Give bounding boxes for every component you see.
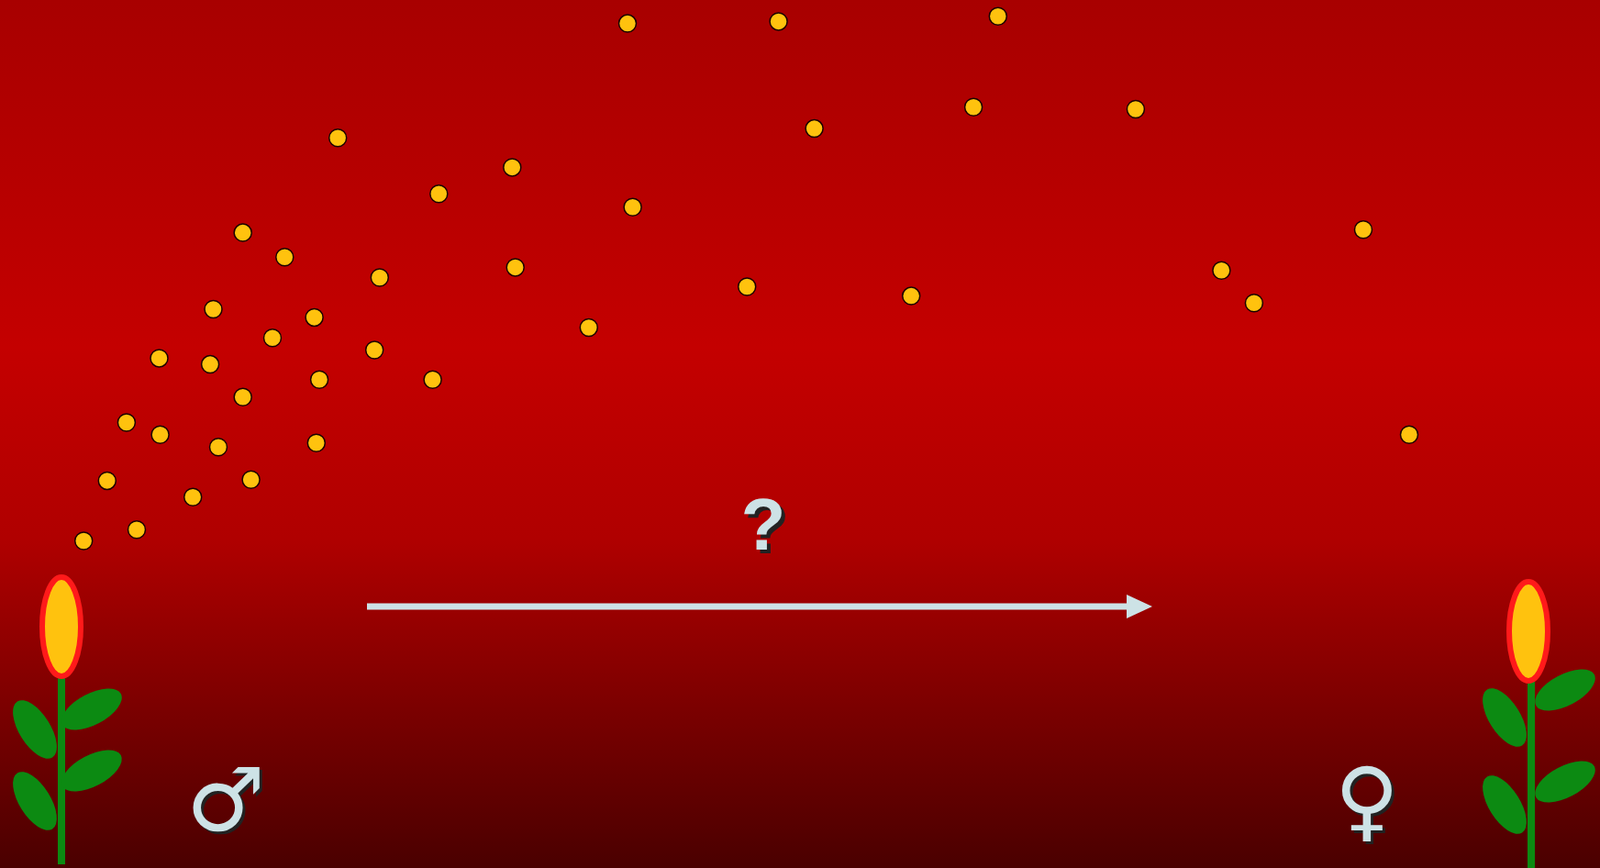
pollen-grain [1126,100,1145,119]
pollen-grain [370,268,389,287]
pollen-grain [738,277,756,296]
pollen-grain [128,521,146,539]
pollen-grain [506,258,524,277]
question-mark: ? [741,488,787,562]
pollen-grain [151,425,169,444]
pollen-grain [150,349,168,367]
pollen-grain [276,248,294,267]
pollen-grain [75,532,93,550]
pollen-grain [1244,294,1263,312]
pollen-grain [233,388,252,406]
male-plant [4,577,129,865]
pollen-grain [769,12,788,31]
pollen-grain [503,158,522,177]
pollen-grain [311,370,329,389]
pollen-grain [305,308,323,326]
pollen-grain [1400,425,1419,444]
pollen-grain [204,300,223,319]
male-symbol: ♂ [186,755,266,845]
pollen-grain [988,7,1007,25]
pollen-grain [184,488,202,506]
pollen-grain [965,98,983,116]
pollen-grain [242,470,260,489]
pollen-grain [366,341,384,359]
pollen-grain [579,319,598,337]
pollen-grain [264,329,282,347]
pollen-grain [619,14,637,33]
pollen-grain [1212,261,1231,279]
pollen-grain [423,370,442,389]
female-symbol: ♀ [1334,755,1400,845]
pollen-grain [201,355,220,374]
pollen-grain [623,198,642,216]
pollen-grain [902,287,921,305]
pollen-grain [98,471,116,489]
pollen-grain [805,120,823,138]
female-plant [1474,581,1600,868]
pollen-grain [430,185,448,203]
pollen-grain [329,129,347,147]
pollen-cloud [75,7,1419,550]
pollen-grain [307,433,325,452]
pollen-grain [210,438,228,456]
pollen-grain [117,413,135,432]
pollen-grain [1355,221,1373,239]
pollen-grain [233,223,252,242]
distance-arrow [366,594,1153,619]
